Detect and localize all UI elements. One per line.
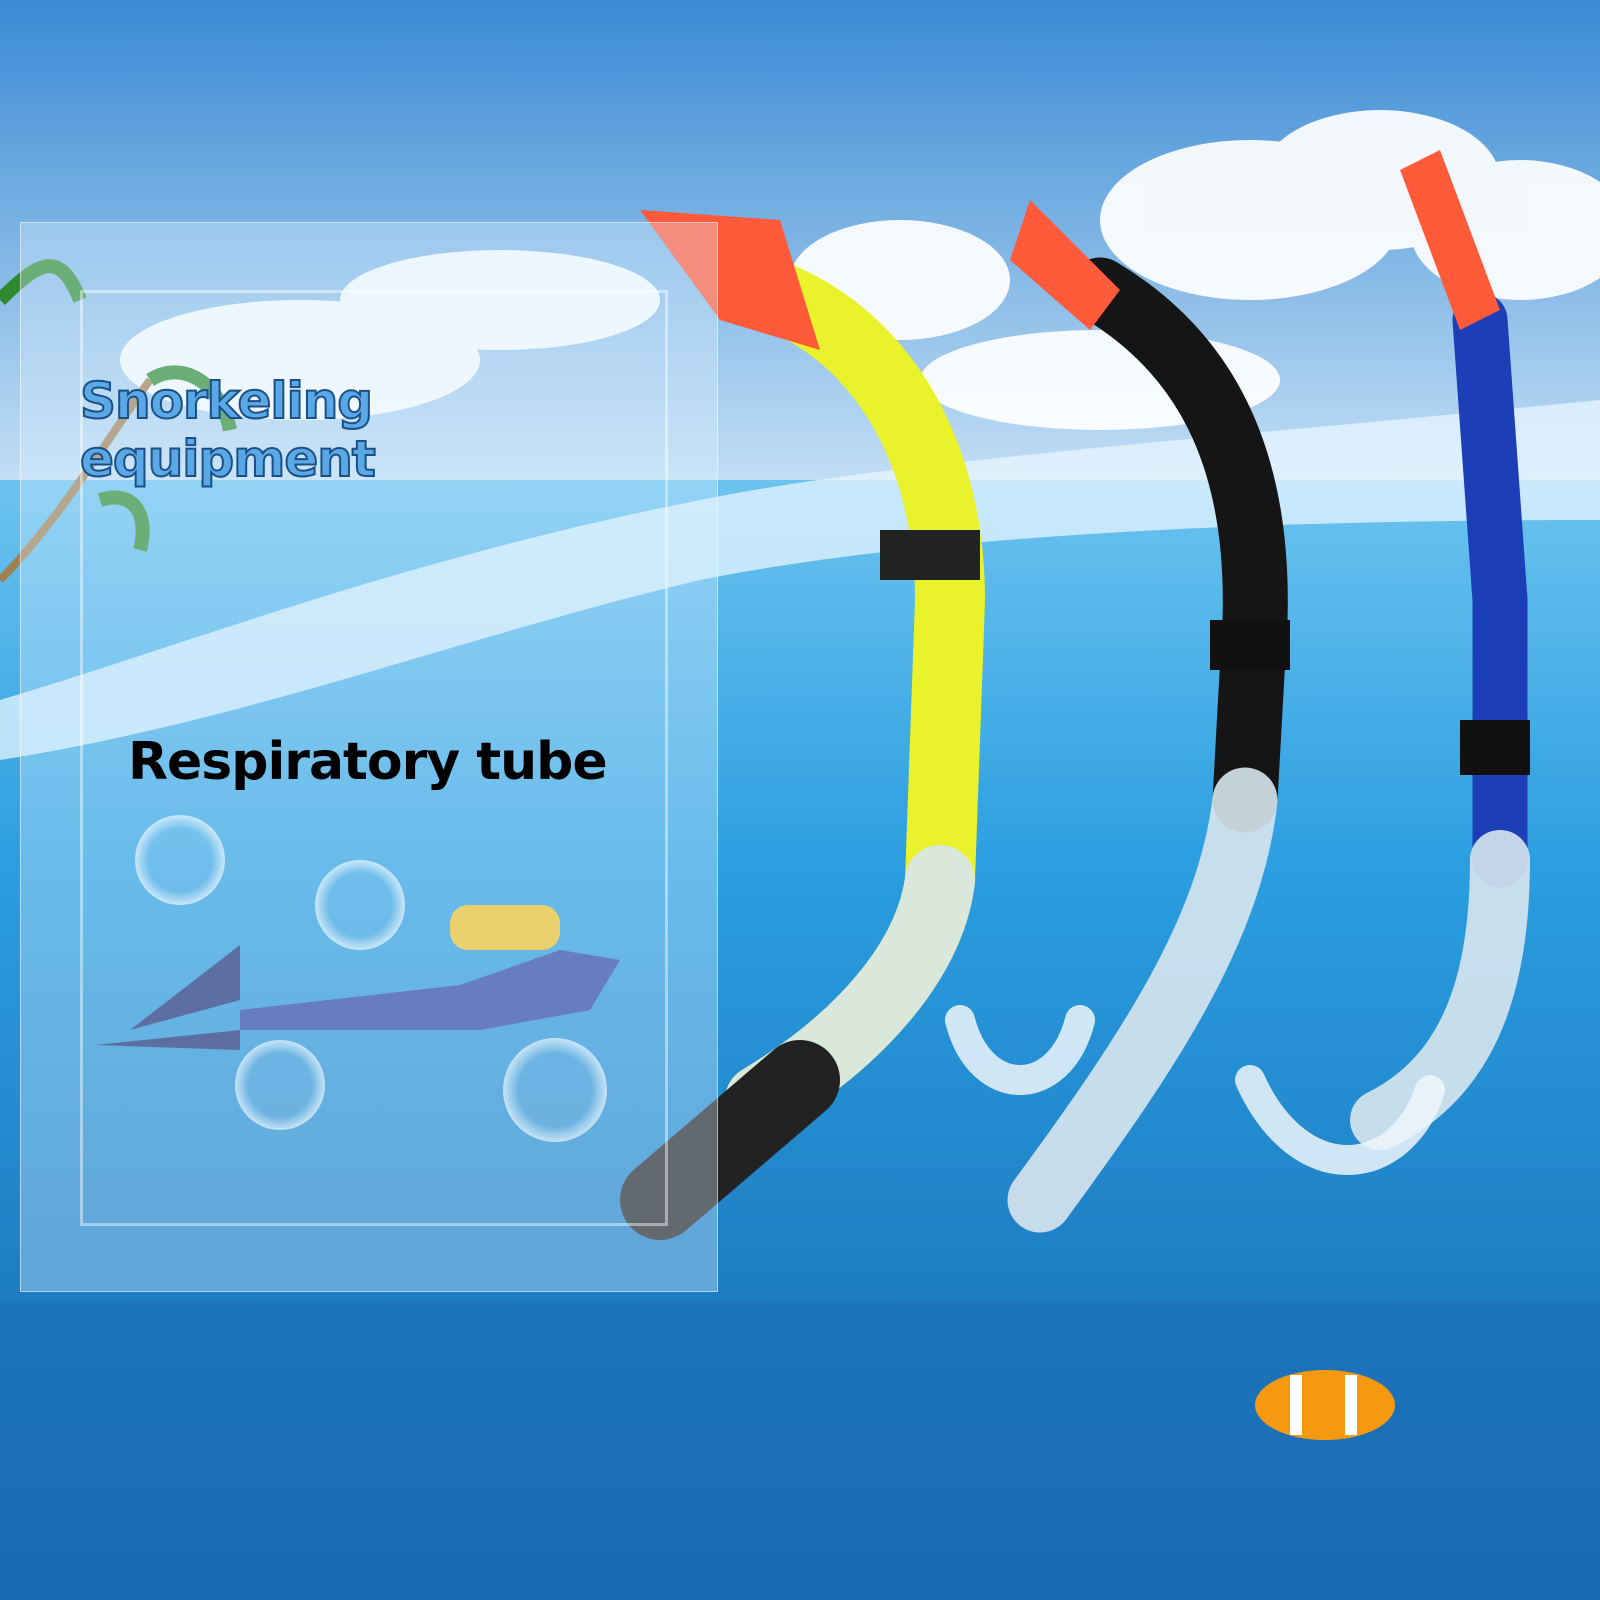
diver [95,905,620,1050]
blue-snorkel [1235,150,1530,1175]
palm-tree [0,259,237,583]
text-panel-frame [80,290,668,1226]
subheadline: Respiratory tube [128,732,608,792]
clownfish [1255,1370,1395,1440]
headline: Snorkeling equipment [79,371,377,489]
seabed [0,1300,1600,1600]
bubbles [135,815,607,1142]
text-panel [20,222,718,1292]
wave [0,400,1600,760]
black-snorkel [945,200,1290,1233]
yellow-snorkel [620,210,986,1240]
